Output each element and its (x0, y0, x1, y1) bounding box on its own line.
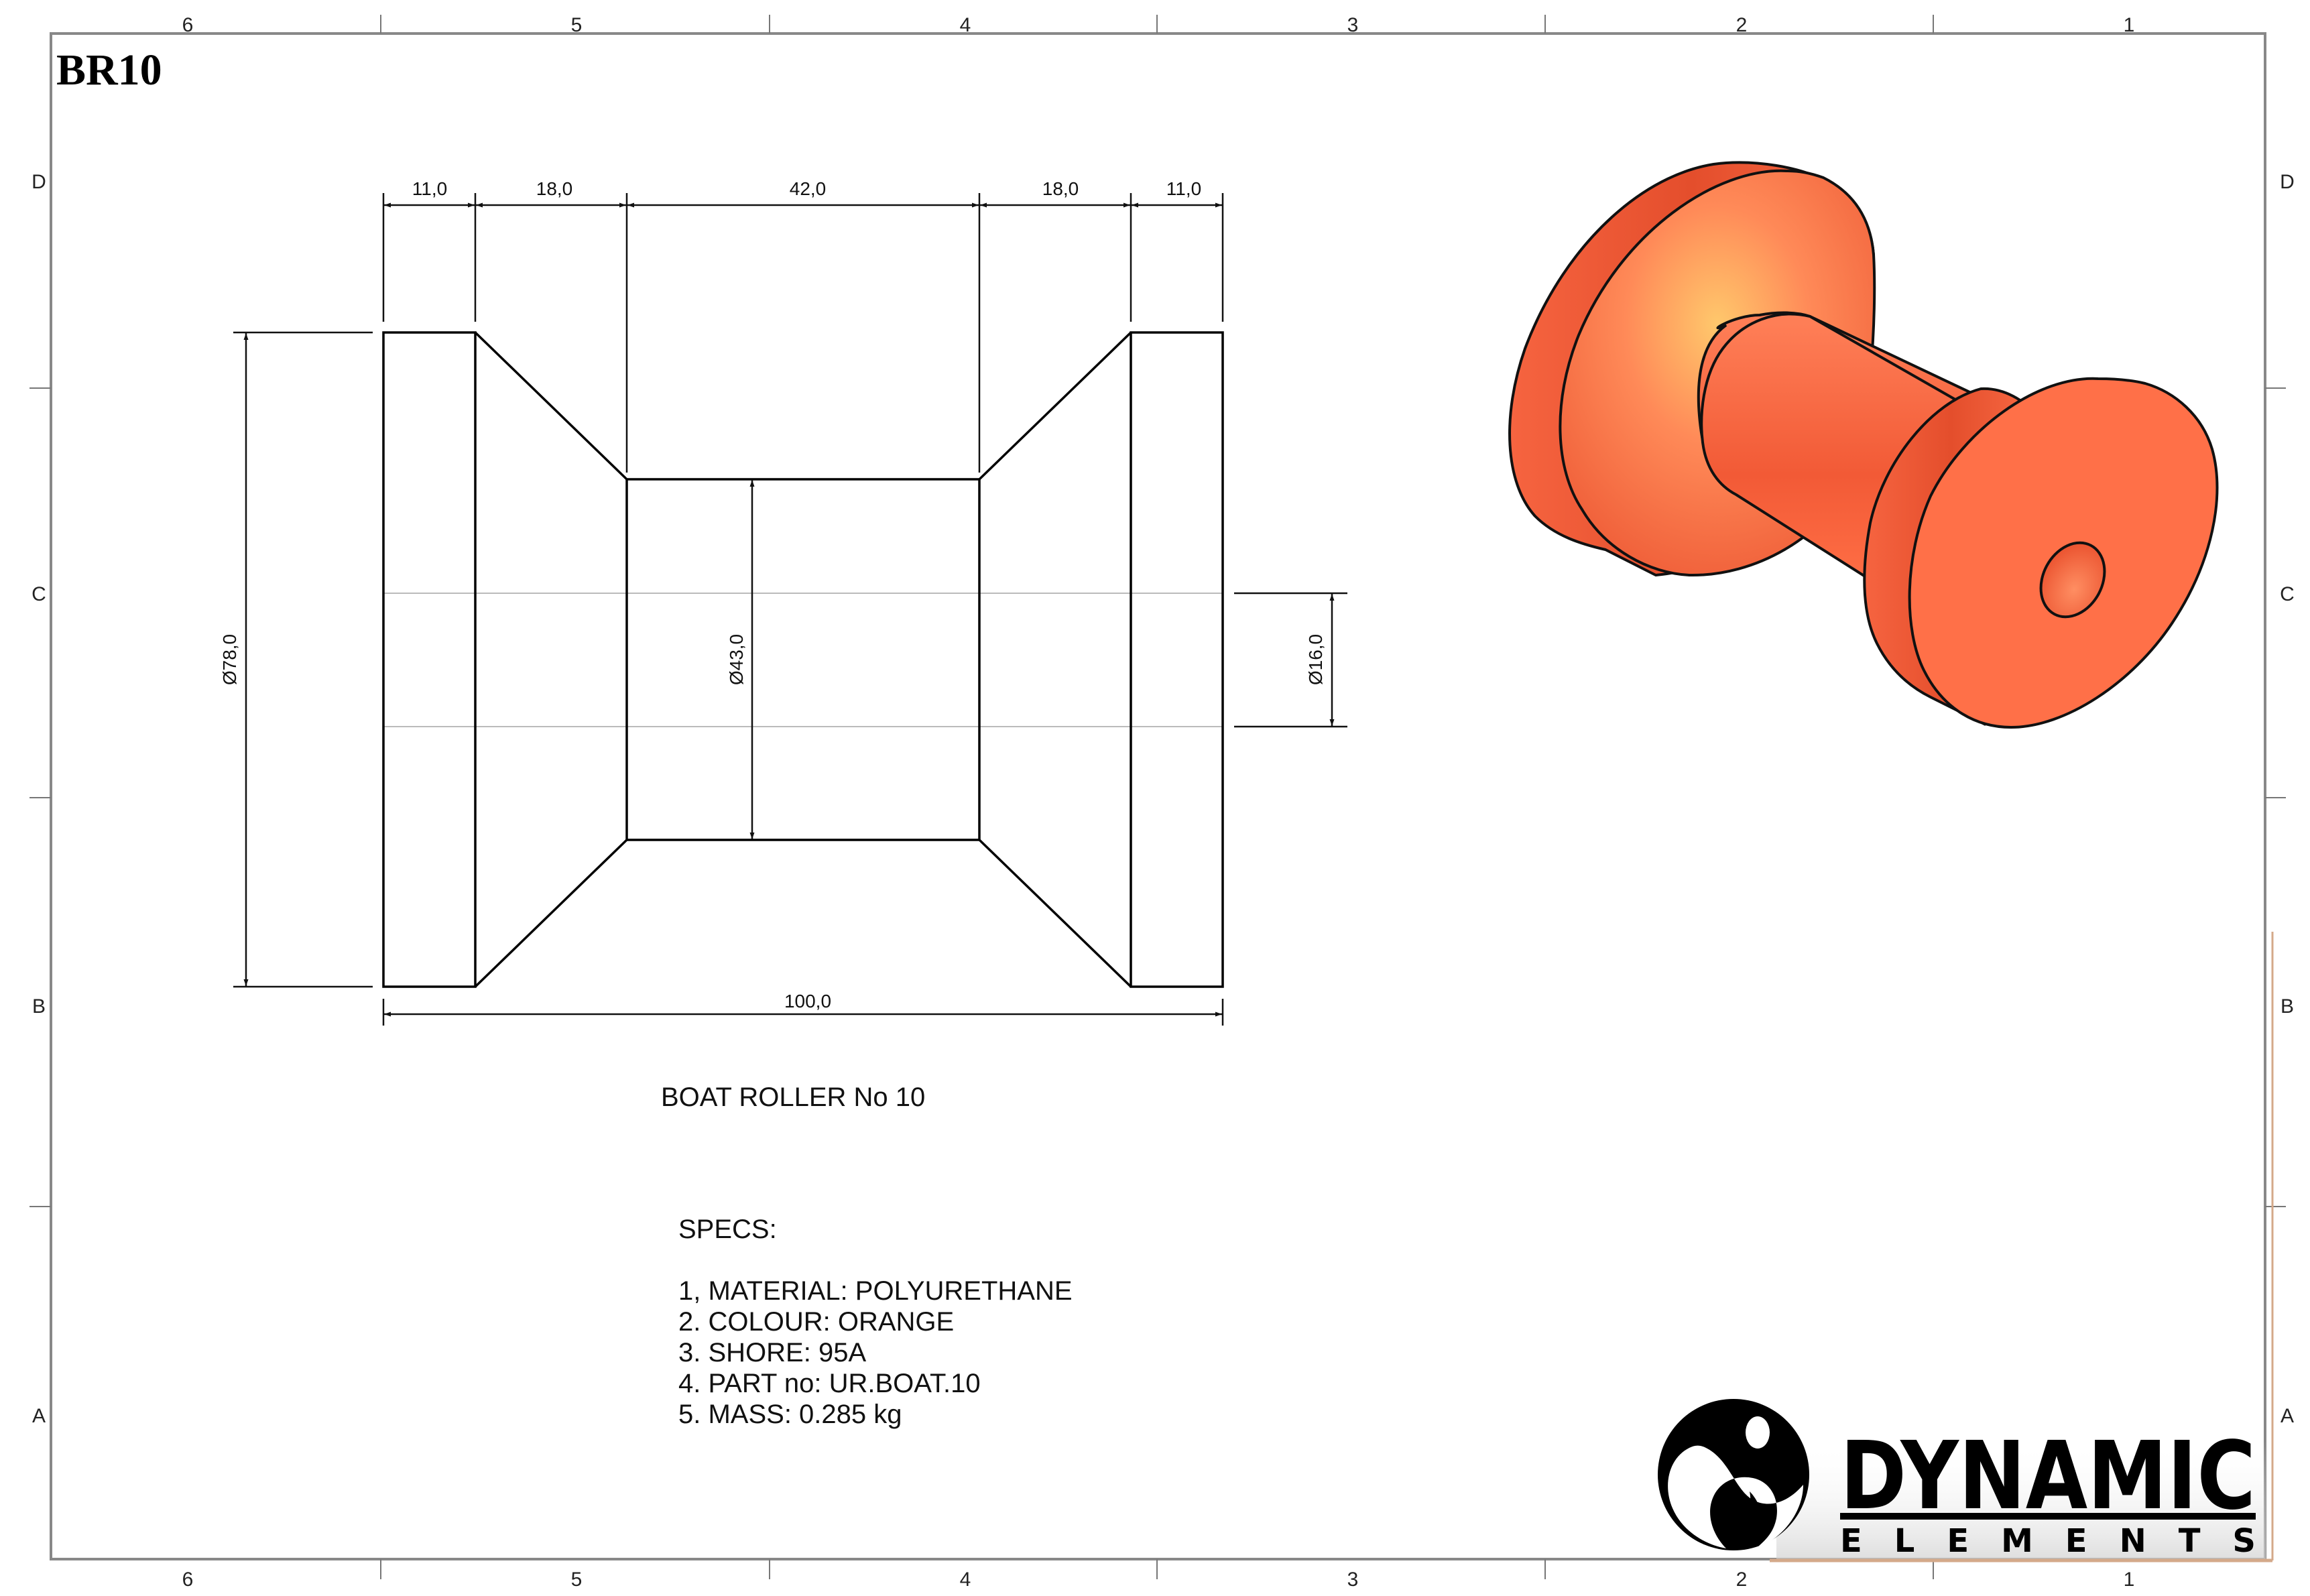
core-diameter-dimension: Ø43,0 (726, 480, 755, 839)
zone-row-a: A (2281, 1405, 2294, 1427)
zone-row-c: C (32, 583, 46, 605)
bore-diameter-dimension: Ø16,0 (1234, 592, 1347, 728)
column-zone-labels-top: 6 5 4 3 2 1 (182, 14, 2135, 36)
dim-left-flange: 11,0 (412, 178, 447, 199)
dim-right-taper: 18,0 (1042, 178, 1079, 199)
zone-row-b: B (2281, 995, 2294, 1018)
roller-side-view (382, 331, 1224, 988)
roller-3d-render (1508, 161, 2219, 729)
row-zone-labels-right: D C B A (2280, 171, 2295, 1427)
zone-col-1: 1 (2124, 1569, 2135, 1591)
top-dimensions: 11,0 18,0 42,0 18,0 11,0 (382, 178, 1224, 473)
dim-right-flange: 11,0 (1166, 178, 1201, 199)
logo-subtitle: E L E M E N T S (1840, 1522, 2256, 1560)
zone-row-d: D (2280, 171, 2295, 193)
right-taper-bottom (978, 839, 1132, 988)
dim-core-diameter: Ø43,0 (726, 634, 747, 685)
spec-shore: 3. SHORE: 95A (678, 1338, 866, 1367)
spec-part-no: 4. PART no: UR.BOAT.10 (678, 1369, 981, 1398)
dim-outer-diameter: Ø78,0 (219, 634, 240, 685)
logo-shadow-band (1776, 1441, 2266, 1562)
zone-col-5: 5 (571, 1569, 583, 1591)
dim-left-taper: 18,0 (536, 178, 573, 199)
zone-col-2: 2 (1736, 1569, 1748, 1591)
column-zone-labels-bottom: 6 5 4 3 2 1 (182, 1569, 2135, 1591)
drawing-code: BR10 (56, 46, 162, 95)
zone-row-d: D (32, 171, 46, 193)
dynamic-elements-logo: DYNAMIC E L E M E N T S (1658, 932, 2274, 1562)
spec-colour: 2. COLOUR: ORANGE (678, 1307, 954, 1337)
specs-block: SPECS: 1, MATERIAL: POLYURETHANE 2. COLO… (678, 1215, 1073, 1429)
overall-length-dimension: 100,0 (382, 991, 1224, 1026)
zone-col-5: 5 (571, 14, 583, 36)
row-zone-labels-left: D C B A (32, 171, 46, 1427)
zone-col-6: 6 (182, 1569, 194, 1591)
bore-hole (2039, 541, 2106, 619)
core-cylinder (625, 478, 981, 841)
zone-row-b: B (32, 995, 46, 1018)
part-title: BOAT ROLLER No 10 (661, 1083, 925, 1112)
spec-material: 1, MATERIAL: POLYURETHANE (678, 1276, 1073, 1306)
left-taper-bottom (474, 839, 628, 988)
left-taper-top (474, 331, 628, 481)
zone-col-3: 3 (1347, 14, 1359, 36)
specs-heading: SPECS: (678, 1215, 777, 1244)
dim-bore-diameter: Ø16,0 (1305, 634, 1326, 685)
zone-col-1: 1 (2124, 14, 2135, 36)
dim-overall-length: 100,0 (784, 991, 831, 1011)
sheet-frame (29, 15, 2286, 1579)
zone-col-2: 2 (1736, 14, 1748, 36)
zone-col-3: 3 (1347, 1569, 1359, 1591)
logo-divider (1840, 1513, 2256, 1520)
logo-emblem-icon (1658, 1399, 1809, 1550)
spec-mass: 5. MASS: 0.285 kg (678, 1400, 902, 1429)
dim-core-length: 42,0 (790, 178, 827, 199)
outer-diameter-dimension: Ø78,0 (219, 331, 373, 988)
zone-col-6: 6 (182, 14, 194, 36)
right-taper-top (978, 331, 1132, 481)
logo-wordmark: DYNAMIC (1840, 1422, 2256, 1531)
right-flange (1130, 331, 1224, 988)
zone-col-4: 4 (960, 14, 971, 36)
zone-row-c: C (2280, 583, 2295, 605)
zone-col-4: 4 (960, 1569, 971, 1591)
zone-row-a: A (32, 1405, 46, 1427)
left-flange (382, 331, 477, 988)
